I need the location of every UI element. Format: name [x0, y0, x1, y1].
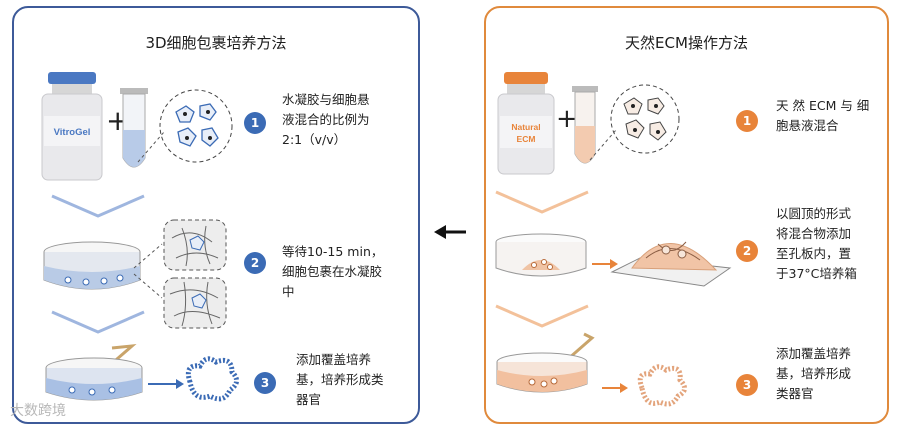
- left-step-1-line-1: 水凝胶与细胞悬: [282, 92, 370, 107]
- left-step-3-line-1: 添加覆盖培养: [296, 352, 372, 367]
- right-arrow-icon: [592, 259, 618, 269]
- natural-ecm-panel: 天然ECM操作方法 Natural ECM + 1 天 然 ECM 与 细 胞悬…: [484, 6, 889, 424]
- left-step-3-line-2: 基，培养形成类: [296, 372, 384, 387]
- dome-zoom-icon: [610, 241, 732, 287]
- right-step-3-line-2: 基，培养形成: [776, 366, 852, 381]
- right-step-3-badge: 3: [736, 374, 758, 396]
- right-step-2-line-2: 将混合物添加: [776, 226, 852, 241]
- left-step-3-badge: 3: [254, 372, 276, 394]
- left-step-1-line-2: 液混合的比例为: [282, 112, 370, 127]
- left-arrow-icon: [434, 225, 466, 239]
- culture-dish-icon: [45, 344, 143, 401]
- right-step-3-text: 添加覆盖培养 基，培养形成 类器官: [776, 344, 851, 404]
- right-step-2-line-4: 于37°C培养箱: [776, 266, 857, 281]
- left-step-3-line-3: 器官: [296, 392, 322, 407]
- ecm-bottle-label-2: ECM: [517, 134, 536, 144]
- left-step-2-line-2: 细胞包裹在水凝胶: [282, 264, 383, 279]
- right-step-2-badge: 2: [736, 240, 758, 262]
- gel-zoom-icon-bottom: [163, 277, 227, 329]
- left-step-2-text: 等待10-15 min， 细胞包裹在水凝胶 中: [282, 242, 383, 302]
- right-step-1-line-1: 天 然 ECM 与 细: [776, 98, 870, 113]
- right-step-2-text: 以圆顶的形式 将混合物添加 至孔板内，置 于37°C培养箱: [776, 204, 857, 284]
- left-step-2-line-1: 等待10-15 min，: [282, 244, 384, 259]
- chevron-down-icon: [51, 194, 145, 218]
- gel-zoom-icon-top: [163, 219, 227, 271]
- vitrogel-panel-title: 3D细胞包裹培养方法: [145, 34, 287, 52]
- vitrogel-method-panel: 3D细胞包裹培养方法 VitroGel + 1 水凝胶与细胞悬 液混合的比例为 …: [12, 6, 420, 424]
- magnify-link-line: [137, 131, 165, 163]
- watermark: 大数跨境: [10, 403, 66, 419]
- right-step-1-line-2: 胞悬液混合: [776, 118, 839, 133]
- natural-ecm-bottle-icon: Natural ECM: [497, 72, 555, 175]
- dome-dish-icon: [495, 233, 587, 277]
- cell-tube-icon: [572, 86, 598, 164]
- zoom-link-lines: [133, 243, 163, 299]
- cell-magnify-icon: [159, 89, 233, 163]
- organoid-icon: [637, 364, 687, 407]
- left-step-1-line-3: 2:1（v/v）: [282, 132, 347, 147]
- left-step-2-badge: 2: [244, 252, 266, 274]
- chevron-down-icon: [495, 304, 589, 328]
- left-step-3-text: 添加覆盖培养 基，培养形成类 器官: [296, 350, 384, 410]
- left-step-1-text: 水凝胶与细胞悬 液混合的比例为 2:1（v/v）: [282, 90, 370, 150]
- ecm-bottle-label-1: Natural: [511, 122, 540, 132]
- organoid-icon: [185, 356, 239, 402]
- chevron-down-icon: [51, 310, 145, 334]
- cell-tube-icon: [120, 88, 148, 168]
- right-arrow-icon: [148, 379, 184, 389]
- vitrogel-bottle-icon: VitroGel: [41, 72, 103, 181]
- magnify-link-line: [589, 129, 617, 161]
- ecm-panel-title: 天然ECM操作方法: [625, 34, 748, 52]
- right-step-2-line-3: 至孔板内，置: [776, 246, 852, 261]
- petri-dish-icon: [43, 241, 141, 290]
- right-step-3-line-3: 类器官: [776, 386, 814, 401]
- culture-dish-icon: [496, 332, 595, 393]
- right-step-3-line-1: 添加覆盖培养: [776, 346, 852, 361]
- right-arrow-icon: [602, 383, 628, 393]
- left-step-2-line-3: 中: [282, 284, 295, 299]
- right-step-1-badge: 1: [736, 110, 758, 132]
- cell-magnify-icon: [610, 84, 680, 154]
- chevron-down-icon: [495, 190, 589, 214]
- right-step-2-line-1: 以圆顶的形式: [776, 206, 852, 221]
- left-step-1-badge: 1: [244, 112, 266, 134]
- right-step-1-text: 天 然 ECM 与 细 胞悬液混合: [776, 96, 869, 136]
- vitrogel-bottle-label: VitroGel: [54, 127, 91, 138]
- plus-sign: +: [556, 104, 578, 134]
